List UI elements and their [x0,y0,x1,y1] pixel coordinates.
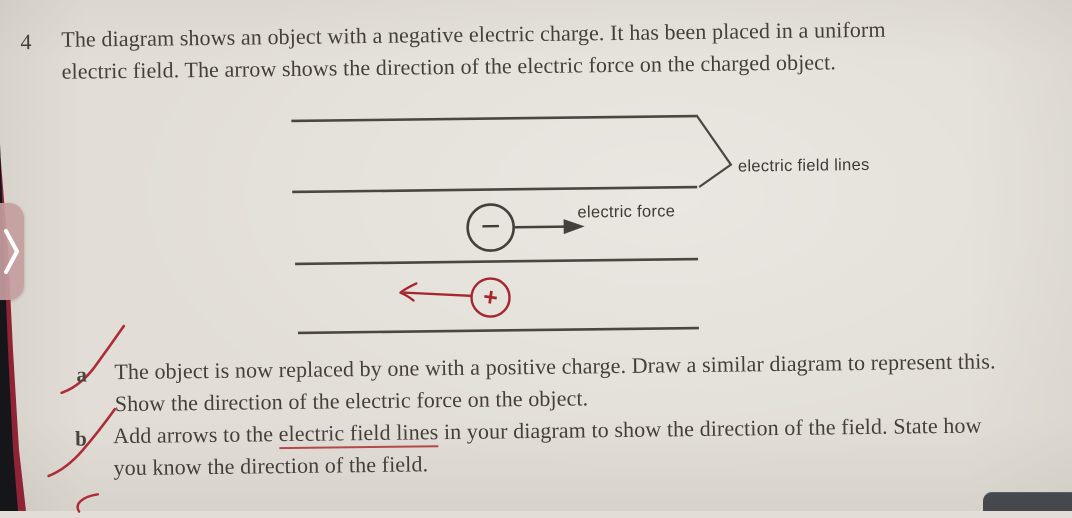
question-number: 4 [20,29,32,55]
handwritten-positive-symbol: + [481,282,500,313]
part-b-line1-pre: Add arrows to the [113,421,279,449]
field-lines-label: electric field lines [737,155,870,176]
electric-force-label: electric force [577,202,676,222]
field-line-4 [297,326,699,335]
question-block: 4 The diagram shows an object with a neg… [20,14,886,89]
part-b-underlined-phrase: electric field lines [278,419,439,450]
part-a: a The object is now replaced by one with… [76,345,996,420]
electric-force-arrow-shaft [514,225,566,229]
field-lines-brace [695,114,733,188]
handwriting-stroke [76,493,100,513]
negative-charge-symbol: − [480,207,501,246]
field-line-3 [295,257,699,266]
field-line-2 [292,185,698,194]
page-nav-button[interactable] [0,203,24,300]
part-b-letter: b [75,426,88,451]
handwritten-force-arrowhead [399,282,418,302]
part-b-line1-post: in your diagram to show the direction of… [438,412,982,445]
part-a-letter: a [76,362,88,387]
handwritten-force-arrow-shaft [403,291,472,297]
dark-corner-object [983,492,1072,511]
field-line-1 [291,114,697,123]
part-b: b Add arrows to the electric field lines… [75,410,982,485]
chevron-right-icon [4,229,19,274]
